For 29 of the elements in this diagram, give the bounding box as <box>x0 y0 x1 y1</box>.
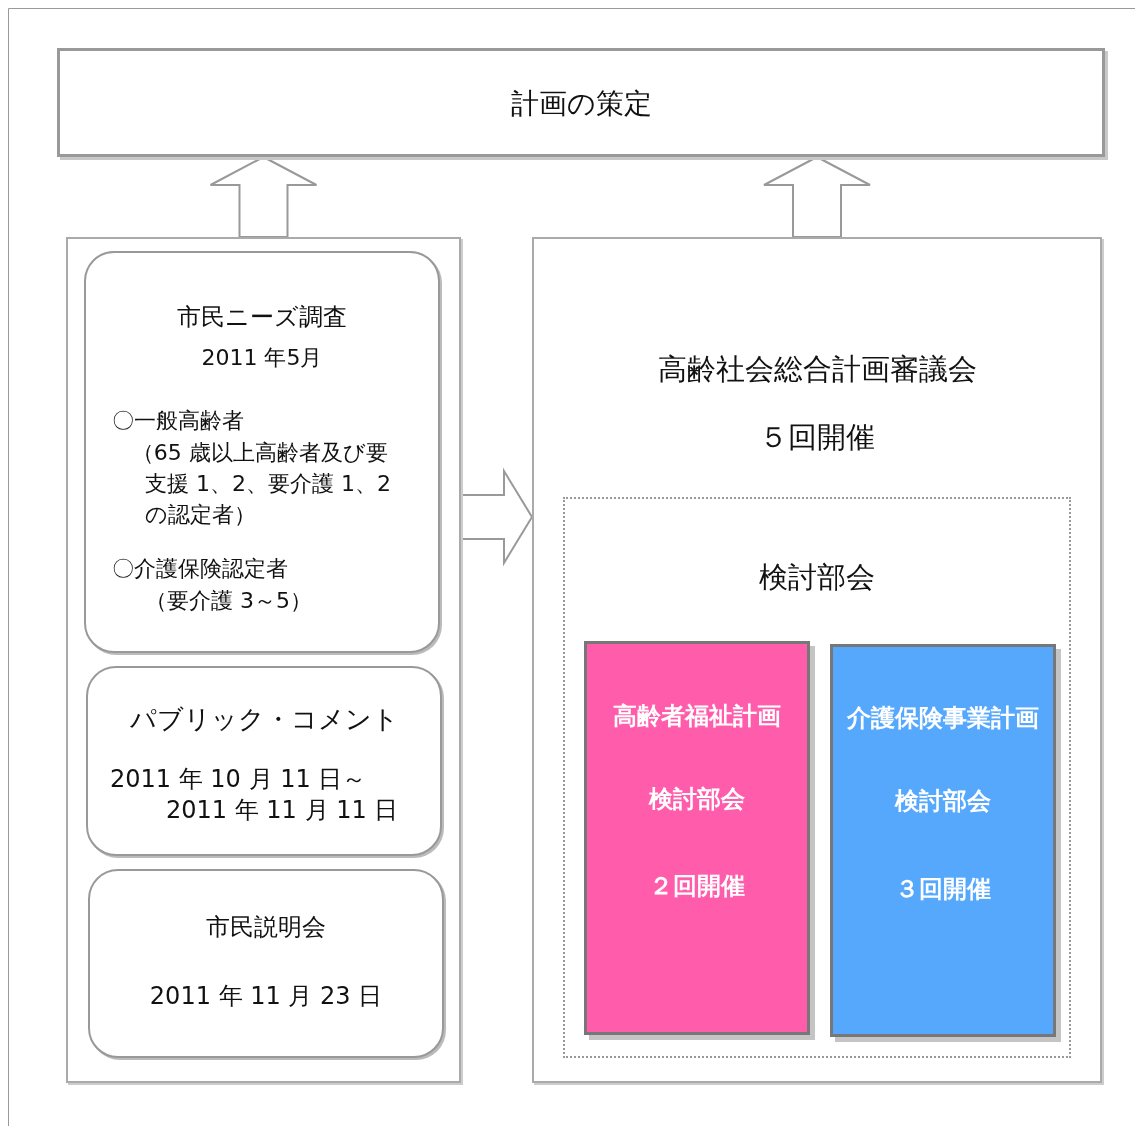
date-text: 2011 年 10 月 11 日～ <box>110 764 367 796</box>
date-text: 2011 年 11 月 23 日 <box>148 981 384 1013</box>
count-text: ２回開催 <box>648 871 746 903</box>
box-heading: 市民説明会 <box>205 912 327 944</box>
box-heading: 市民ニーズ調査 <box>176 302 348 334</box>
box-heading: パブリック・コメント <box>128 703 400 737</box>
block-arrow <box>460 467 534 567</box>
date-text: 2011 年 11 月 11 日 <box>166 795 399 827</box>
box-title: 計画の策定 <box>509 85 653 122</box>
box-heading: 高齢者福祉計画 <box>612 701 782 733</box>
box-heading: 検討部会 <box>647 784 746 816</box>
note-text: （65 歳以上高齢者及び要支援 1、2、要介護 1、2 の認定者） <box>145 438 392 529</box>
box-heading: 検討部会 <box>758 559 876 597</box>
dotted-frame <box>563 497 1071 1058</box>
list-item: 〇一般高齢者 <box>112 406 244 435</box>
plan-box <box>57 48 1105 157</box>
panel-box <box>66 237 461 1083</box>
box-heading: 検討部会 <box>893 786 992 818</box>
panel-box <box>532 237 1102 1083</box>
count-text: ３回開催 <box>894 874 992 906</box>
rounded-box <box>86 666 442 856</box>
rounded-box <box>88 869 444 1058</box>
list-item: 〇介護保険認定者 <box>112 554 288 583</box>
count-text: ５回開催 <box>758 419 876 457</box>
box-heading: 介護保険事業計画 <box>846 703 1040 735</box>
date-text: 2011 年5月 <box>200 343 324 372</box>
rounded-box <box>84 251 440 653</box>
note-text: （要介護 3～5） <box>145 586 312 615</box>
box-title: 高齢社会総合計画審議会 <box>656 351 978 389</box>
